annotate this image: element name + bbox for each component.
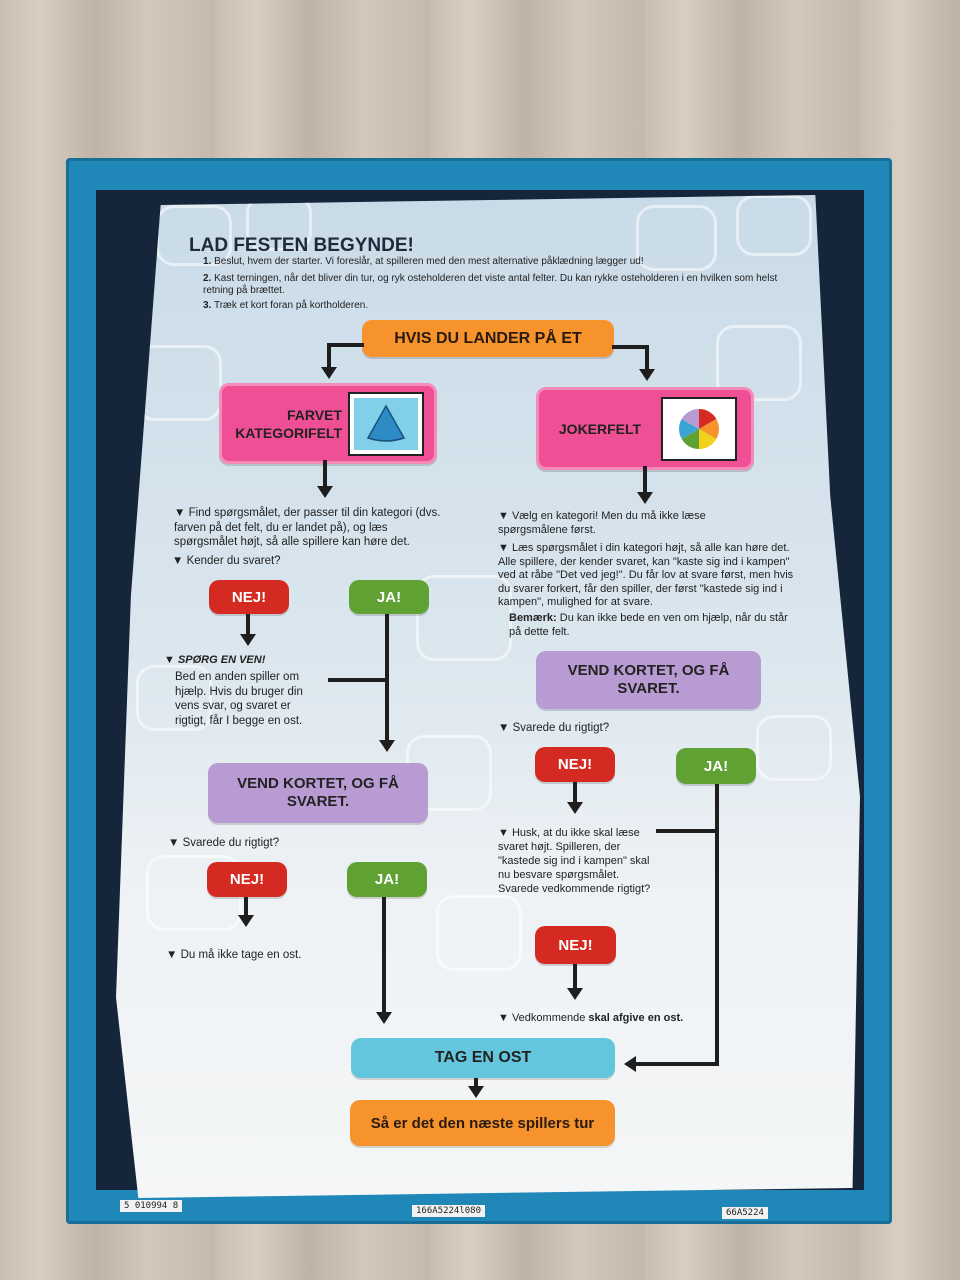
right-bullet-choose: ▼ Vælg en kategori! Men du må ikke læse … bbox=[498, 510, 706, 536]
right-note: Bemærk: Du kan ikke bede en ven om hjælp… bbox=[509, 612, 799, 639]
connector-line bbox=[645, 345, 649, 371]
bullet-text: Svarede du rigtigt? bbox=[512, 722, 610, 734]
next-turn-box: Så er det den næste spillers tur bbox=[350, 1100, 615, 1146]
connector-line bbox=[636, 1062, 719, 1066]
ask-friend-title: SPØRG EN VEN! bbox=[177, 654, 266, 666]
step-text: Kast terningen, når det bliver din tur, … bbox=[203, 273, 778, 296]
connector-line bbox=[474, 1078, 478, 1088]
yes-badge: JA! bbox=[676, 748, 756, 784]
bullet-text: Du må ikke tage en ost. bbox=[180, 949, 302, 961]
arrow-down-icon bbox=[637, 492, 653, 504]
arrow-down-icon bbox=[240, 634, 256, 646]
connector-line bbox=[573, 964, 577, 990]
note-text: Du kan ikke bede en ven om hjælp, når du… bbox=[509, 612, 788, 638]
reveal-card-box: VEND KORTET, OG FÅ SVARET. bbox=[208, 763, 428, 823]
step-number: 1. bbox=[203, 256, 212, 267]
color-wheel-icon bbox=[661, 396, 737, 461]
left-bullet-find: ▼ Find spørgsmålet, der passer til din k… bbox=[174, 507, 441, 548]
joker-field-label: JOKERFELT bbox=[558, 420, 642, 437]
no-badge: NEJ! bbox=[207, 862, 287, 897]
connector-line bbox=[246, 614, 250, 636]
yes-badge: JA! bbox=[349, 580, 429, 614]
bullet-text: Vedkommende bbox=[511, 1012, 586, 1024]
arrow-down-icon bbox=[379, 740, 395, 752]
category-field-box: FARVET KATEGORIFELT bbox=[219, 383, 437, 464]
connector-line bbox=[573, 782, 577, 804]
connector-line bbox=[643, 466, 647, 494]
note-label: Bemærk: bbox=[509, 612, 557, 624]
left-bullet-know: ▼ Kender du svaret? bbox=[172, 555, 281, 567]
bullet-text: Læs spørgsmålet i din kategori højt, så … bbox=[498, 542, 794, 608]
arrow-down-icon bbox=[639, 369, 655, 381]
decor-square bbox=[416, 575, 512, 661]
right-bullet-correct: ▼ Svarede du rigtigt? bbox=[498, 722, 610, 734]
decor-square bbox=[636, 205, 717, 271]
connector-line bbox=[323, 460, 327, 488]
landing-box: HVIS DU LANDER PÅ ET bbox=[362, 320, 614, 357]
bullet-text: Find spørgsmålet, der passer til din kat… bbox=[174, 507, 441, 548]
arrow-down-icon bbox=[321, 367, 337, 379]
connector-line bbox=[715, 784, 719, 1066]
arrow-left-icon bbox=[624, 1056, 636, 1072]
bullet-text: Husk, at du ikke skal læse svaret højt. … bbox=[498, 827, 651, 895]
decor-square bbox=[756, 715, 832, 781]
connector-line bbox=[328, 343, 364, 347]
connector-line bbox=[244, 897, 248, 917]
ask-friend-heading: ▼ SPØRG EN VEN! bbox=[164, 654, 266, 666]
bullet-text: Vælg en kategori! Men du må ikke læse sp… bbox=[498, 510, 706, 536]
yes-badge: JA! bbox=[347, 862, 427, 897]
step-number: 2. bbox=[203, 273, 212, 284]
decor-square bbox=[736, 195, 812, 256]
barcode-label: 66A5224 bbox=[722, 1207, 768, 1219]
step-2: 2. Kast terningen, når det bliver din tu… bbox=[203, 273, 793, 297]
step-text: Træk et kort foran på kortholderen. bbox=[213, 300, 369, 311]
right-bullet-read: ▼ Læs spørgsmålet i din kategori højt, s… bbox=[498, 542, 794, 608]
decor-square bbox=[136, 665, 212, 731]
reveal-card-box: VEND KORTET, OG FÅ SVARET. bbox=[536, 651, 761, 709]
arrow-down-icon bbox=[567, 802, 583, 814]
step-text: Beslut, hvem der starter. Vi foreslår, a… bbox=[214, 256, 644, 267]
connector-line bbox=[612, 345, 648, 349]
left-bullet-correct: ▼ Svarede du rigtigt? bbox=[168, 837, 280, 849]
page-title: LAD FESTEN BEGYNDE! bbox=[189, 235, 414, 256]
right-bullet-final: ▼ Vedkommende skal afgive en ost. bbox=[498, 1012, 684, 1024]
triangle-wedge-icon bbox=[348, 391, 424, 456]
connector-line bbox=[656, 829, 718, 833]
bullet-text: Svarede du rigtigt? bbox=[182, 837, 280, 849]
arrow-down-icon bbox=[238, 915, 254, 927]
joker-field-box: JOKERFELT bbox=[536, 387, 754, 470]
bullet-text: Kender du svaret? bbox=[186, 555, 281, 567]
step-number: 3. bbox=[203, 300, 212, 311]
connector-line bbox=[385, 614, 389, 740]
right-bullet-remember: ▼ Husk, at du ikke skal læse svaret højt… bbox=[498, 827, 651, 895]
no-badge: NEJ! bbox=[209, 580, 289, 614]
arrow-down-icon bbox=[376, 1012, 392, 1024]
arrow-down-icon bbox=[567, 988, 583, 1000]
take-cheese-box: TAG EN OST bbox=[351, 1038, 615, 1078]
step-1: 1. Beslut, hvem der starter. Vi foreslår… bbox=[203, 256, 703, 268]
connector-line bbox=[382, 897, 386, 1012]
ask-friend-text: Bed en anden spiller om hjælp. Hvis du b… bbox=[175, 671, 303, 727]
connector-line bbox=[328, 678, 388, 682]
decor-square bbox=[436, 895, 522, 971]
bullet-text-bold: skal afgive en ost. bbox=[588, 1012, 684, 1024]
no-badge: NEJ! bbox=[535, 926, 616, 964]
no-badge: NEJ! bbox=[535, 747, 615, 782]
step-3: 3. Træk et kort foran på kortholderen. bbox=[203, 300, 703, 312]
arrow-down-icon bbox=[468, 1086, 484, 1098]
barcode-label: 5 010994 8 bbox=[120, 1200, 183, 1212]
category-field-label: FARVET KATEGORIFELT bbox=[235, 406, 342, 441]
arrow-down-icon bbox=[317, 486, 333, 498]
connector-line bbox=[327, 343, 331, 369]
decor-square bbox=[716, 325, 802, 401]
left-bullet-no-cheese: ▼ Du må ikke tage en ost. bbox=[166, 949, 302, 961]
barcode-label: 166A5224l080 bbox=[412, 1205, 486, 1217]
